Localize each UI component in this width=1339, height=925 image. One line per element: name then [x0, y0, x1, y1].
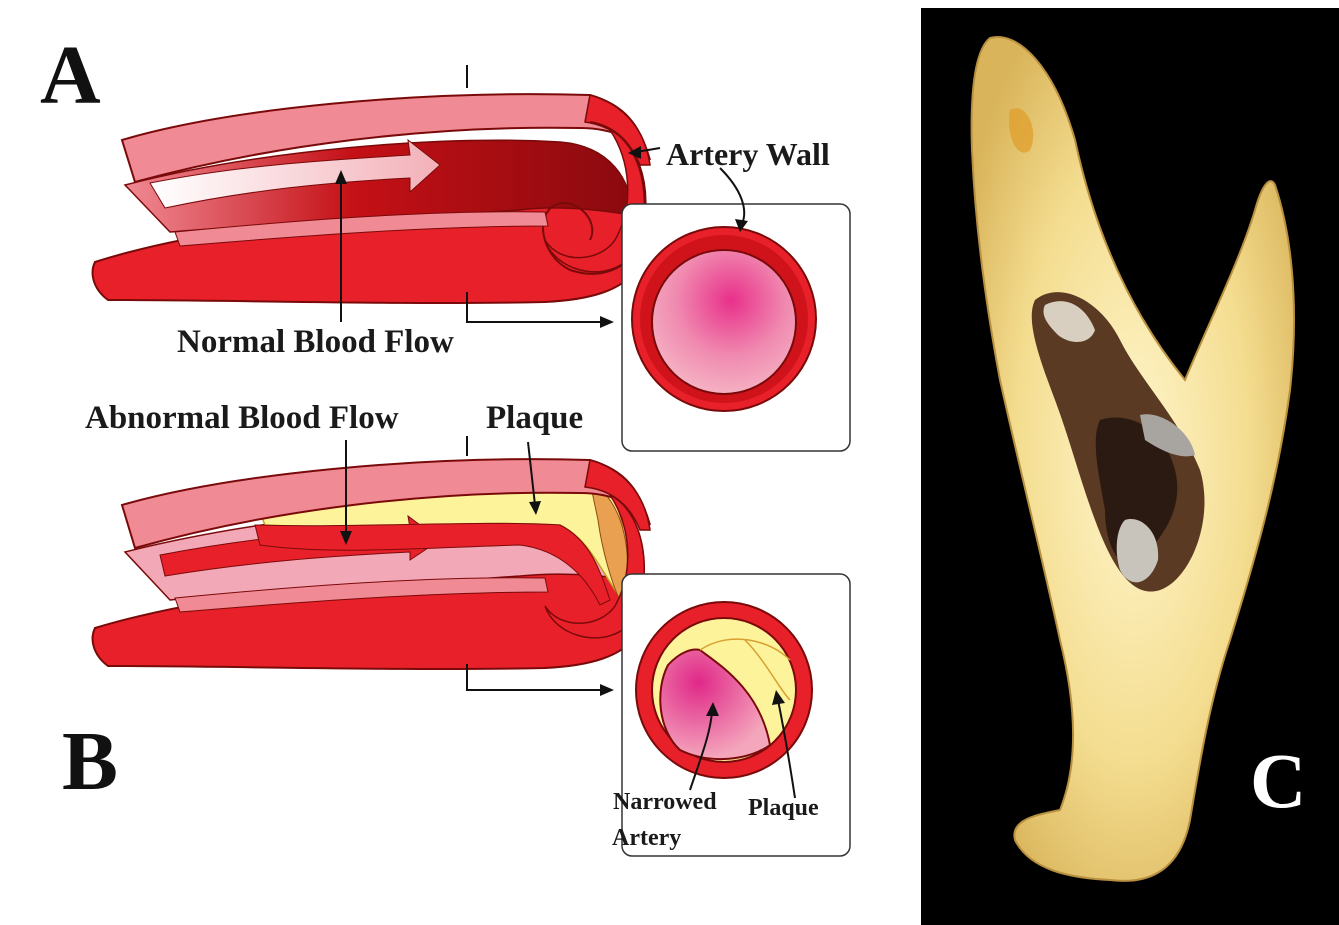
normal-cross-section — [622, 204, 850, 451]
normal-artery-illustration — [93, 94, 650, 303]
panel-label-a: A — [40, 34, 101, 118]
panel-label-b: B — [62, 720, 118, 804]
label-abnormal-blood-flow: Abnormal Blood Flow — [85, 402, 399, 435]
label-plaque-bottom: Plaque — [748, 796, 819, 820]
label-normal-blood-flow: Normal Blood Flow — [177, 326, 454, 359]
label-narrowed: Narrowed — [613, 790, 717, 814]
diseased-artery-illustration — [93, 459, 650, 669]
label-plaque-top: Plaque — [486, 402, 583, 435]
label-artery-wall: Artery Wall — [666, 138, 830, 170]
label-artery: Artery — [612, 826, 681, 850]
panel-label-c: C — [1250, 742, 1306, 820]
